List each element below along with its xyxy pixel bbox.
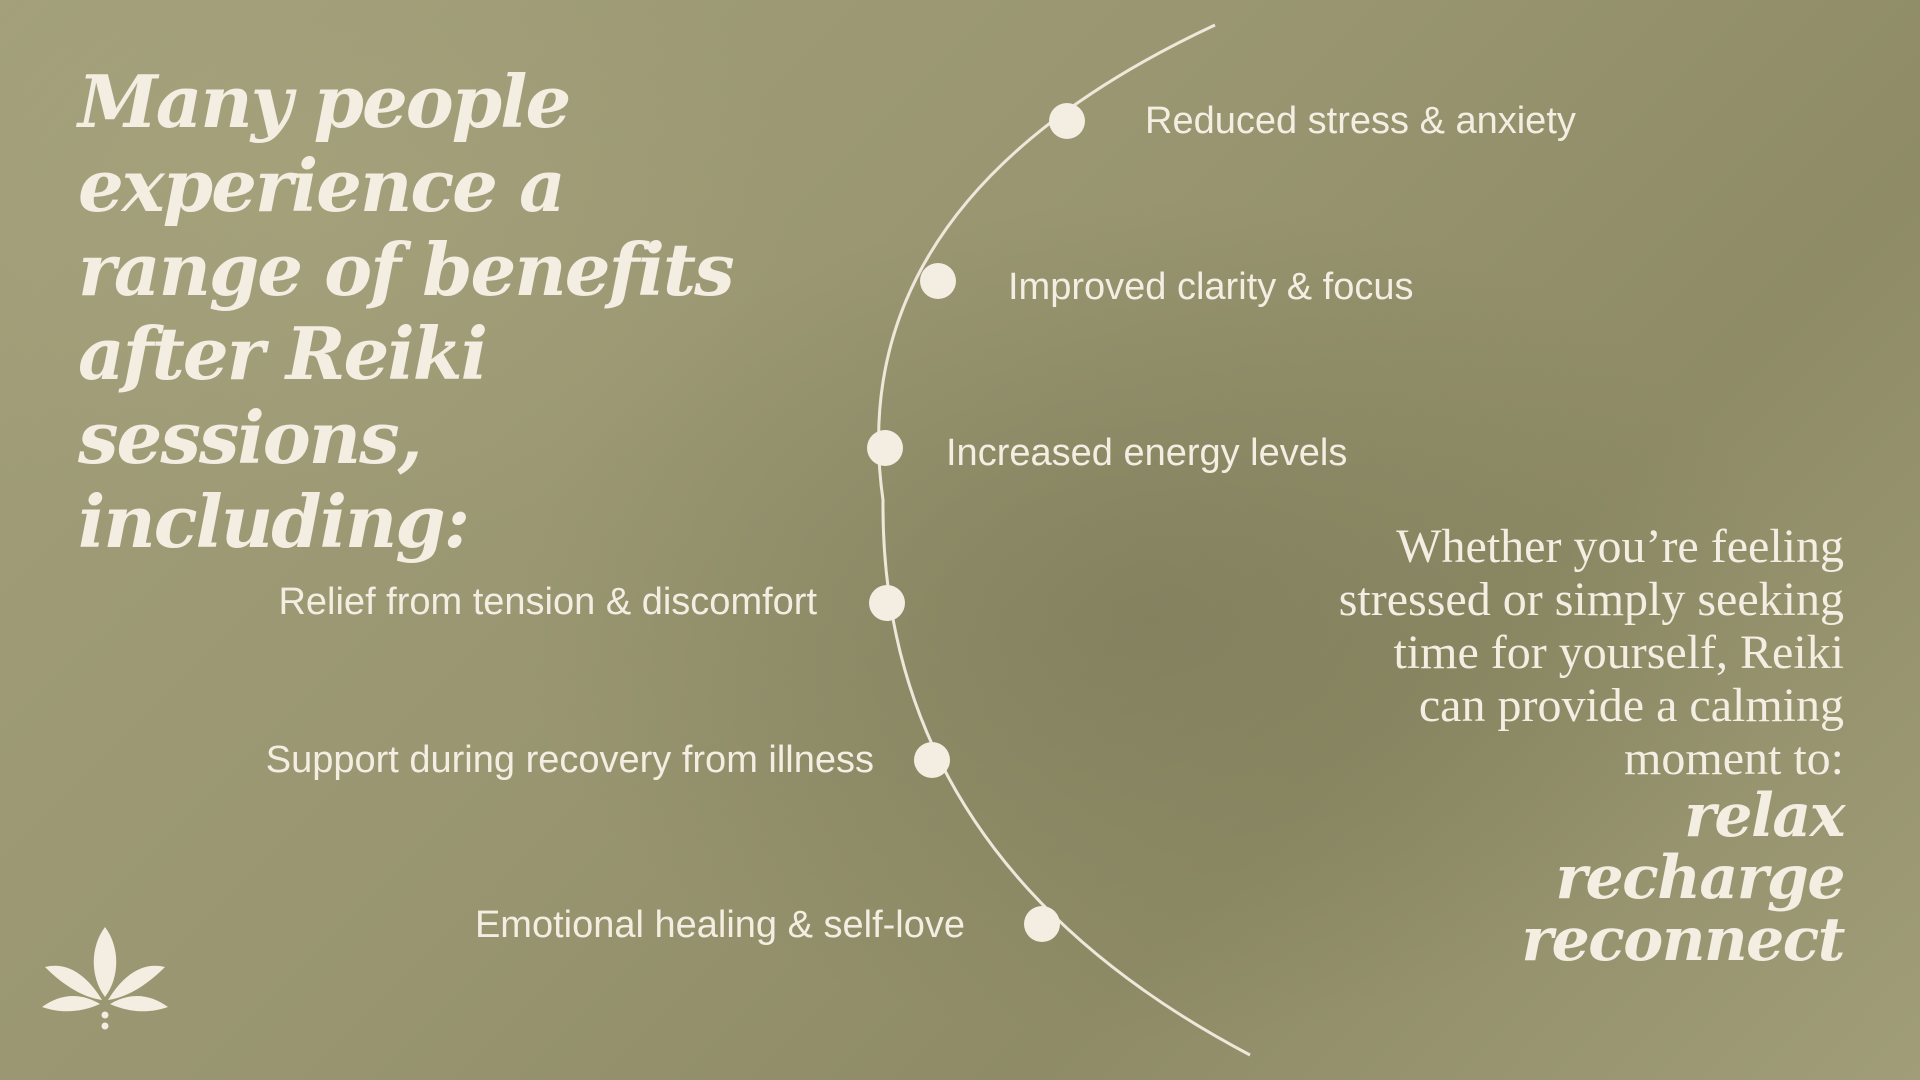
- timeline-dot-5: [914, 742, 950, 778]
- closing-lead: Whether you’re feeling stressed or simpl…: [1338, 520, 1844, 785]
- benefit-item: Support during recovery from illness: [265, 739, 874, 781]
- lotus-leaf-icon: [42, 927, 168, 1030]
- timeline-dot-4: [869, 585, 905, 621]
- outcome-recharge: recharge: [1555, 843, 1845, 913]
- timeline-dot-6: [1024, 906, 1060, 942]
- benefit-item: Improved clarity & focus: [1008, 266, 1414, 308]
- benefit-item: Emotional healing & self-love: [474, 904, 965, 946]
- closing-statement: Whether you’re feeling stressed or simpl…: [1324, 520, 1846, 975]
- timeline-dot-1: [1049, 103, 1085, 139]
- benefit-item: Reduced stress & anxiety: [1145, 100, 1576, 142]
- outcome-relax: relax: [1684, 781, 1845, 851]
- benefit-item: Relief from tension & discomfort: [278, 581, 817, 623]
- timeline-dot-2: [920, 263, 956, 299]
- outcome-reconnect: reconnect: [1521, 905, 1845, 975]
- benefit-item: Increased energy levels: [946, 432, 1348, 474]
- page-headline: Many people experience a range of benefi…: [78, 59, 735, 564]
- timeline-dot-3: [867, 430, 903, 466]
- timeline-curve-line: [877, 23, 1251, 1057]
